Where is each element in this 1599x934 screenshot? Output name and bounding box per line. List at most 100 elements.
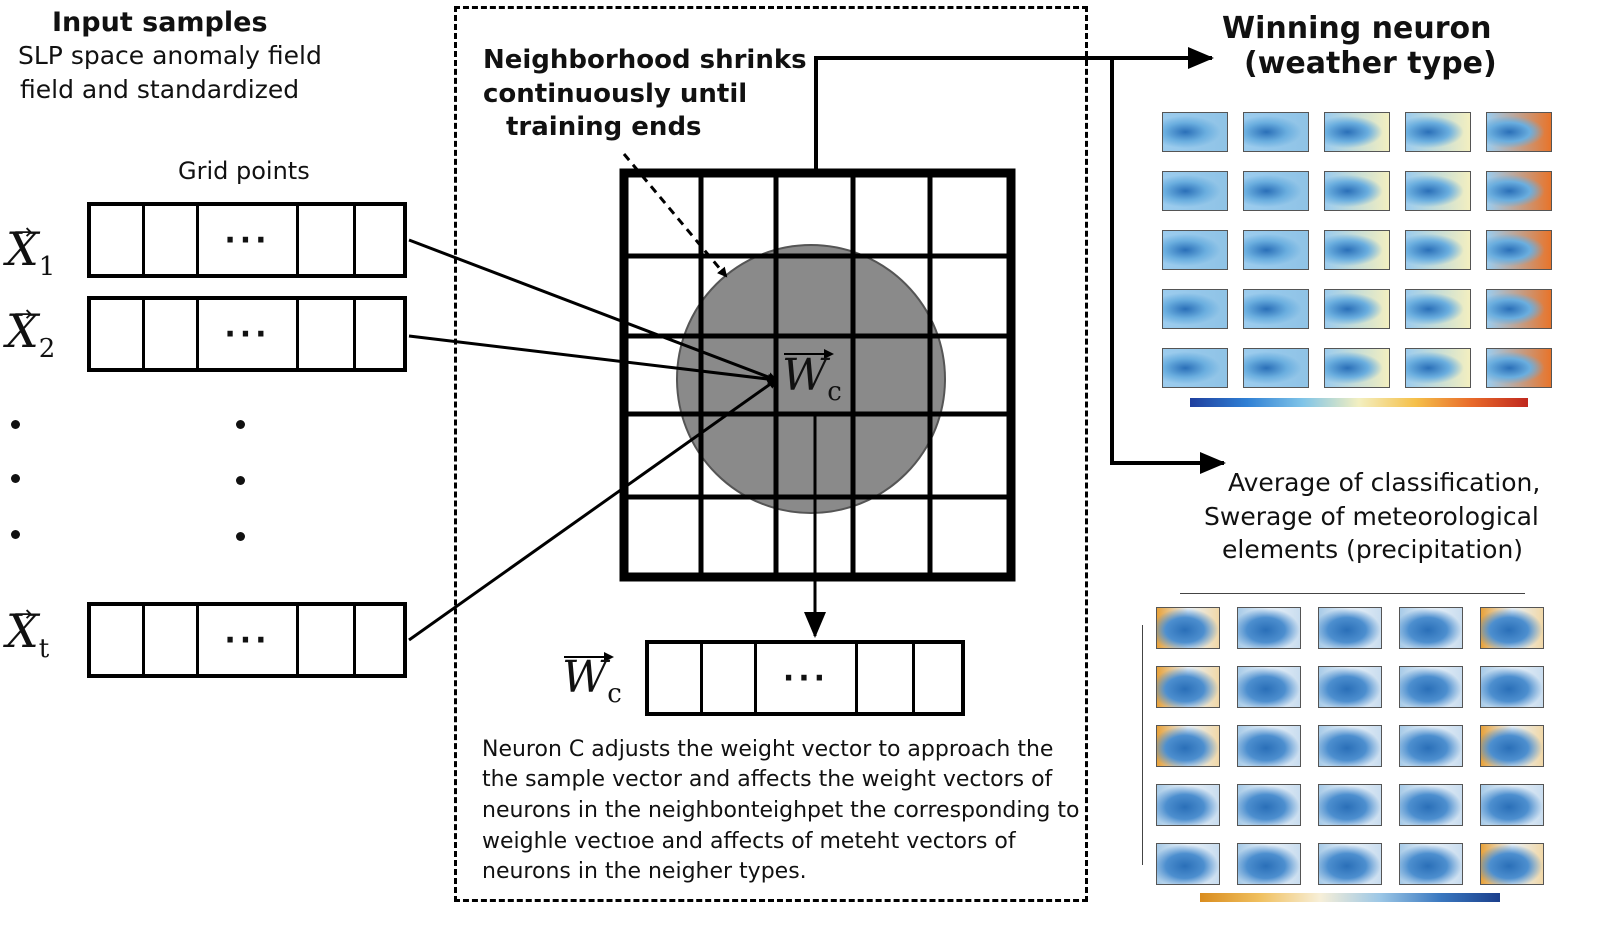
map-panel: [1162, 348, 1228, 388]
winning-neuron-title-line1: Winning neuron: [1222, 11, 1492, 46]
map-panel: [1486, 348, 1552, 388]
map-panel: [1480, 607, 1544, 649]
vector-xt-label: Xt: [6, 604, 49, 664]
cell: [299, 300, 356, 368]
winner-neuron-label: Wc: [782, 350, 842, 407]
map-panel: [1318, 784, 1382, 826]
map-panel: [1237, 725, 1301, 767]
map-panel: [1156, 725, 1220, 767]
input-samples-desc-line2: field and standardized: [20, 75, 300, 104]
winner-subscript: c: [827, 377, 842, 407]
average-classification-line1: Average of classification,: [1228, 468, 1541, 497]
map-panel: [1486, 230, 1552, 270]
x2-to-winner-line: [408, 334, 778, 385]
neighborhood-note-line1: Neighborhood shrinks: [483, 45, 807, 75]
map-panel: [1324, 171, 1390, 211]
neighborhood-circle: [676, 244, 946, 514]
map-panel: [1405, 171, 1471, 211]
map-panel: [1480, 843, 1544, 885]
map-panel: [1318, 725, 1382, 767]
vector-x2-arrow-accent: →: [14, 302, 33, 327]
note-dashed-arrow: [622, 153, 728, 278]
vertical-dot: [236, 532, 245, 541]
map-panel: [1243, 230, 1309, 270]
vector-x2-subscript: 2: [38, 334, 56, 364]
map-panel: [1243, 171, 1309, 211]
cell: [145, 300, 199, 368]
map-panel: [1480, 725, 1544, 767]
map-panel: [1156, 843, 1220, 885]
input-samples-desc-line1: SLP space anomaly field: [18, 41, 322, 70]
map-panel: [1324, 230, 1390, 270]
cell: [91, 206, 145, 274]
map-panel: [1324, 289, 1390, 329]
cell: [145, 606, 199, 674]
map-panel: [1405, 289, 1471, 329]
grid-points-label: Grid points: [178, 157, 310, 185]
map-panel: [1243, 112, 1309, 152]
output-weight-row: ···: [645, 640, 965, 716]
map-panel: [1399, 607, 1463, 649]
cell: [299, 206, 356, 274]
vector-xt-arrow-accent: →: [14, 602, 33, 627]
cell: [703, 644, 757, 712]
neuron-update-desc-line5: neurons in the neigher types.: [482, 859, 807, 884]
input-samples-title: Input samples: [52, 7, 268, 38]
input-row-1: ···: [87, 202, 407, 278]
map-panel: [1237, 843, 1301, 885]
ellipsis-cell: ···: [199, 300, 299, 368]
precip-top-axis: [1180, 593, 1525, 594]
neuron-update-desc-line2: the sample vector and affects the weight…: [482, 767, 1053, 792]
map-panel: [1156, 784, 1220, 826]
neuron-update-desc-line1: Neuron C adjusts the weight vector to ap…: [482, 737, 1054, 762]
vector-xt-subscript: t: [38, 634, 50, 664]
map-panel: [1399, 666, 1463, 708]
cell: [91, 300, 145, 368]
map-panel: [1405, 230, 1471, 270]
input-row-2: ···: [87, 296, 407, 372]
map-panel: [1399, 784, 1463, 826]
output-vector-label: Wc: [562, 652, 622, 709]
cell: [649, 644, 703, 712]
output-subscript: c: [607, 679, 622, 709]
cell: [91, 606, 145, 674]
vector-x1-symbol: X: [6, 222, 39, 276]
map-panel: [1162, 289, 1228, 329]
vertical-dot: [11, 420, 20, 429]
vertical-dot: [11, 474, 20, 483]
precip-left-axis: [1142, 625, 1143, 865]
vector-x1-arrow-accent: →: [14, 220, 33, 245]
map-panel: [1162, 171, 1228, 211]
input-row-t: ···: [87, 602, 407, 678]
precipitation-map-grid: [1140, 585, 1565, 905]
map-panel: [1405, 348, 1471, 388]
map-panel: [1318, 666, 1382, 708]
ellipsis-cell: ···: [757, 644, 858, 712]
neighborhood-note-line2: continuously until: [483, 79, 748, 109]
map-panel: [1399, 725, 1463, 767]
vertical-dot: [11, 530, 20, 539]
map-panel: [1156, 607, 1220, 649]
map-panel: [1237, 784, 1301, 826]
map-panel: [1162, 230, 1228, 270]
vertical-dot: [236, 420, 245, 429]
slp-colorbar: [1190, 398, 1528, 407]
vector-x1-subscript: 1: [38, 252, 56, 282]
grid-to-winning-neuron-arrow: [814, 47, 1214, 173]
map-panel: [1324, 348, 1390, 388]
map-panel: [1480, 666, 1544, 708]
vector-x2-label: X2: [6, 304, 55, 364]
map-panel: [1486, 112, 1552, 152]
cell: [915, 644, 961, 712]
winner-symbol: W: [782, 350, 828, 401]
neuron-update-desc-line3: neurons in the neighbonteighpet the corr…: [482, 798, 1080, 823]
map-panel: [1318, 607, 1382, 649]
map-panel: [1162, 112, 1228, 152]
map-panel: [1243, 289, 1309, 329]
map-panel: [1156, 666, 1220, 708]
xt-to-winner-line: [408, 378, 778, 642]
winning-neuron-title-line2: (weather type): [1244, 46, 1497, 81]
map-panel: [1486, 289, 1552, 329]
weather-type-map-grid: [1150, 100, 1560, 420]
